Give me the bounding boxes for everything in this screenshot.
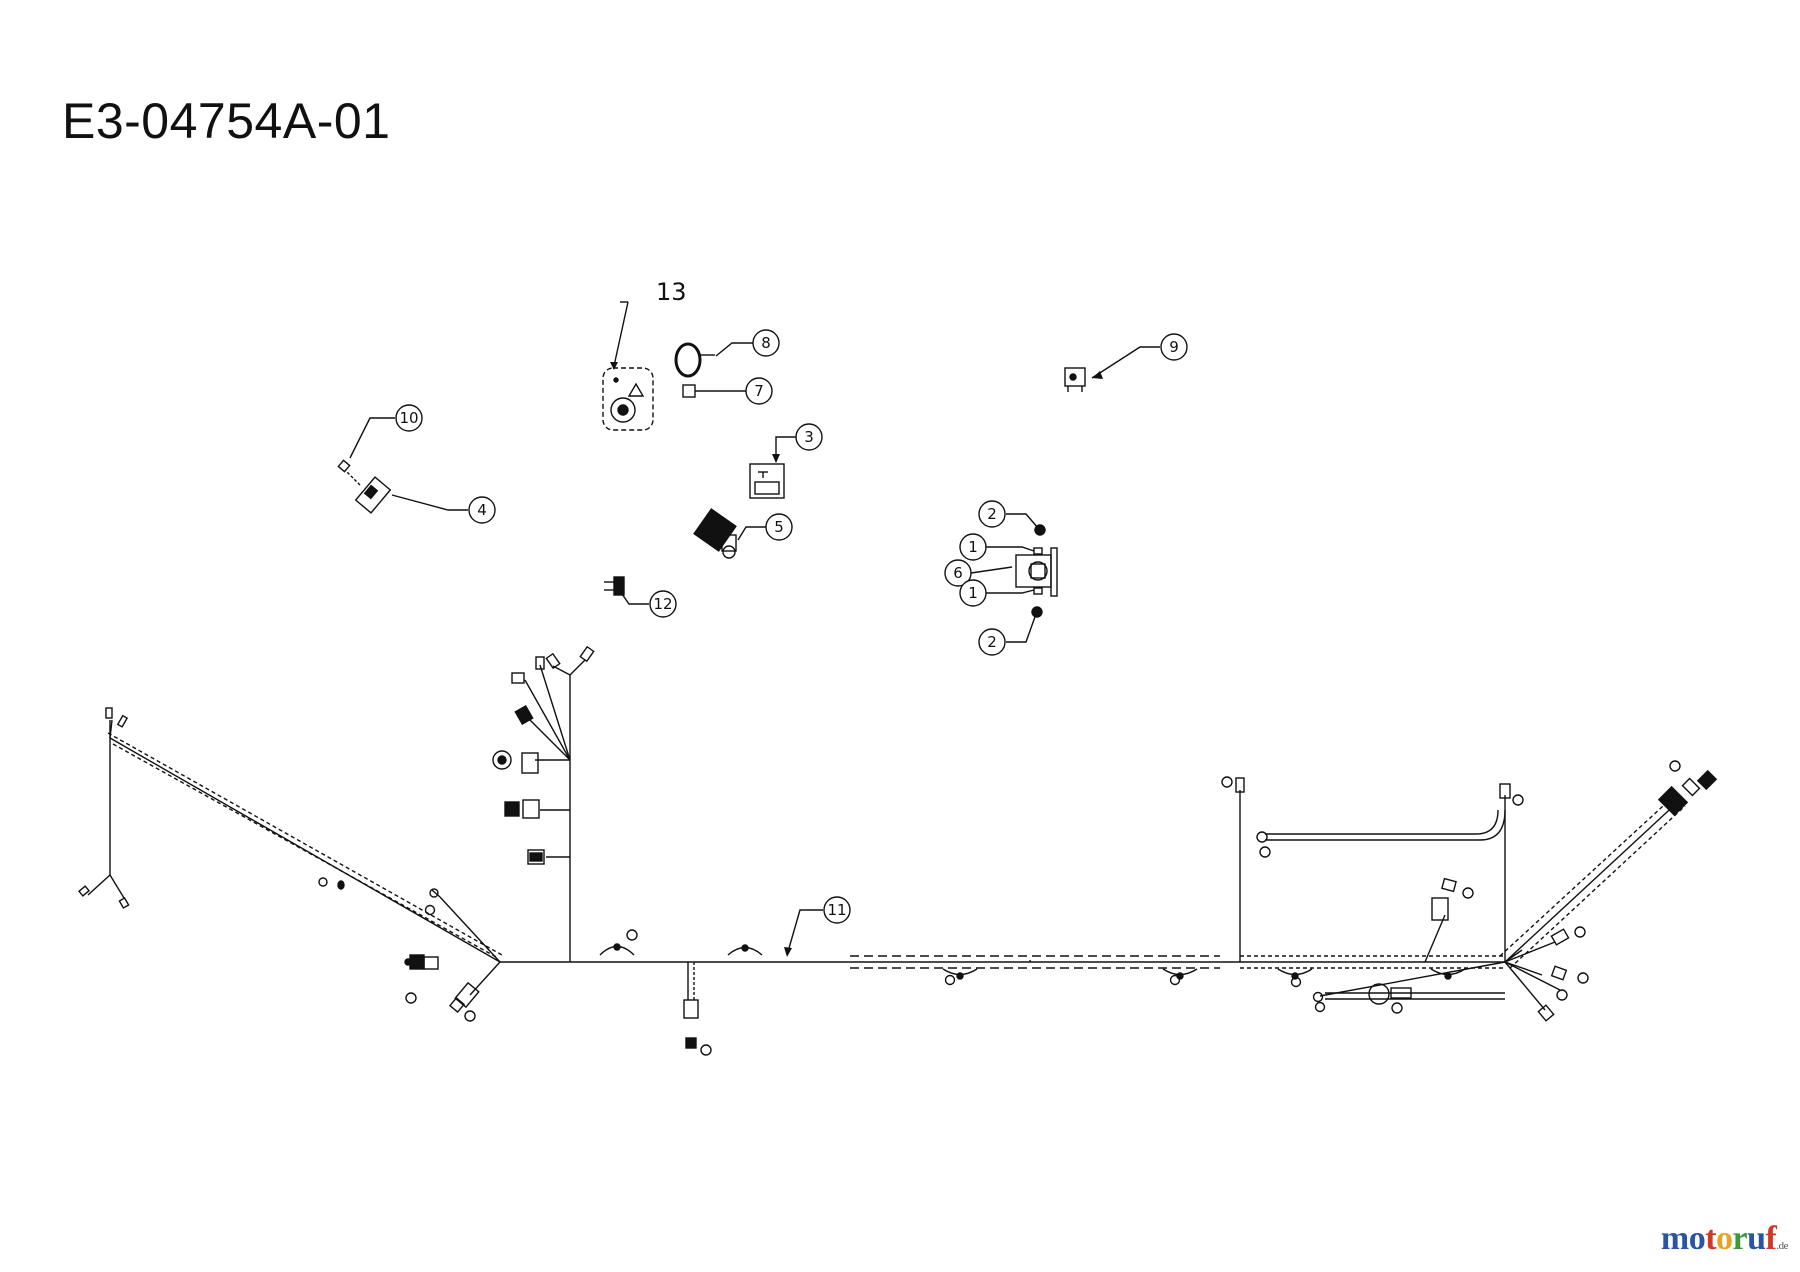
callout-label: 1 [968,584,978,602]
callout-label: 3 [804,428,814,446]
callout-6: 6 [944,559,972,587]
leader-arrowheads [772,371,1103,957]
logo-letter: t [1705,1220,1717,1257]
callout-label: 2 [987,633,997,651]
logo-letter: f [1765,1220,1777,1257]
ignition-key [682,384,718,398]
callout-12: 12 [649,590,677,618]
trunk-clips [599,929,1466,1056]
right-harness [1256,760,1718,1022]
callout-label: 4 [477,501,487,519]
ignition-plate [602,301,654,431]
callout-label: 5 [774,518,784,536]
starter-solenoid [1015,524,1058,618]
callout-label: 11 [827,901,846,919]
callout-3: 3 [795,423,823,451]
key-ring [674,342,715,378]
callout-11: 11 [823,896,851,924]
logo-letter: m [1660,1220,1689,1257]
callout-label: 6 [953,564,963,582]
relay [1064,367,1086,392]
callout-label: 8 [761,334,771,352]
callout-label: 7 [754,382,764,400]
small-connector [604,576,625,596]
callout-label: 1 [968,538,978,556]
logo-letter: o [1716,1220,1733,1257]
drawing-title: E3-04754A-01 [62,93,391,149]
callout-label-13: 13 [656,278,687,306]
callout-9: 9 [1160,333,1188,361]
callout-label: 10 [399,409,418,427]
seat-switch [337,459,392,514]
right-vertical-branch [1221,776,1245,962]
upper-vertical-branch [492,645,595,962]
leader-lines [349,342,1160,956]
callout-10: 10 [395,404,423,432]
callout-1: 1 [959,579,987,607]
light-switch [693,508,737,559]
callout-label: 12 [653,595,672,613]
logo-suffix: .de [1776,1240,1788,1252]
callout-2: 2 [978,628,1006,656]
main-harness [500,955,1505,969]
callout-label: 9 [1169,338,1179,356]
callout-2: 2 [978,500,1006,528]
callout-7: 7 [745,377,773,405]
left-diagonal-branch [78,707,503,963]
logo-letter: u [1747,1220,1766,1257]
callout-8: 8 [752,329,780,357]
logo-letter: o [1688,1220,1706,1257]
pto-switch [749,463,785,499]
callout-5: 5 [765,513,793,541]
lower-left-connectors [404,888,501,1022]
logo-letter: r [1732,1220,1748,1257]
motoruf-logo: motoruf.de [1660,1220,1789,1258]
callout-label: 2 [987,505,997,523]
callout-1: 1 [959,533,987,561]
callout-4: 4 [468,496,496,524]
